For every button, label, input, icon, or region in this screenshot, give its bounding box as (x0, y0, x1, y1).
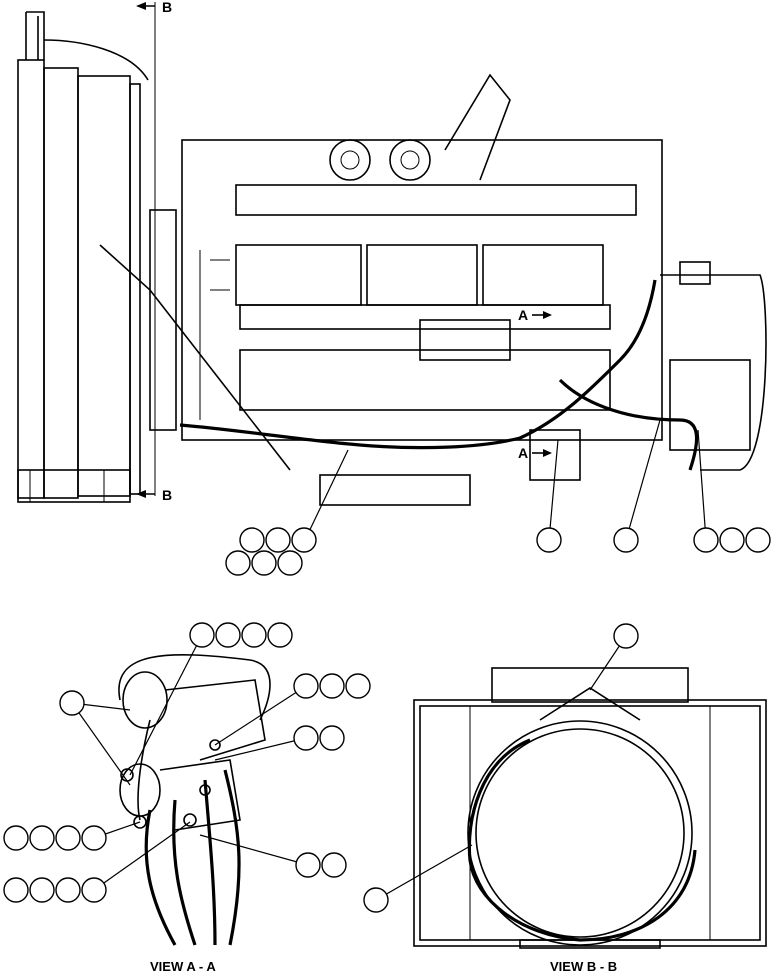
callout-balloon (613, 623, 639, 649)
radiator (17, 11, 177, 503)
callout-balloon (3, 877, 107, 903)
svg-text:A: A (518, 307, 528, 323)
main-harness (179, 279, 657, 450)
section-marker-bottom: B (162, 487, 172, 503)
view-a-detail: VIEW A - A (118, 654, 271, 972)
callout-balloon (693, 527, 771, 553)
callout-balloon (613, 527, 639, 553)
view-a-marker-upper: A (518, 307, 552, 323)
callout-balloon (363, 887, 389, 913)
view-b-callouts (363, 623, 639, 913)
main-view-callouts (225, 419, 771, 576)
view-b-detail: VIEW B - B (413, 667, 767, 972)
view-a-marker-lower: A (518, 445, 552, 461)
callout-balloon (293, 725, 345, 751)
view-a-title: VIEW A - A (150, 959, 216, 972)
callout-balloon (295, 852, 347, 878)
engine-side-view: B B (17, 0, 767, 506)
callout-balloon (59, 690, 85, 716)
view-b-title: VIEW B - B (550, 959, 617, 972)
support-rod (99, 244, 291, 471)
section-line-b: B B (136, 0, 172, 503)
section-marker-top: B (162, 0, 172, 15)
callout-balloon (3, 825, 107, 851)
callout-balloon (225, 527, 317, 576)
view-a-callouts (3, 622, 371, 903)
callout-balloon (293, 673, 371, 699)
engine-block (181, 73, 767, 506)
harness-branch (558, 378, 699, 471)
callout-balloon (536, 527, 562, 553)
svg-text:A: A (518, 445, 528, 461)
callout-balloon (189, 622, 293, 648)
